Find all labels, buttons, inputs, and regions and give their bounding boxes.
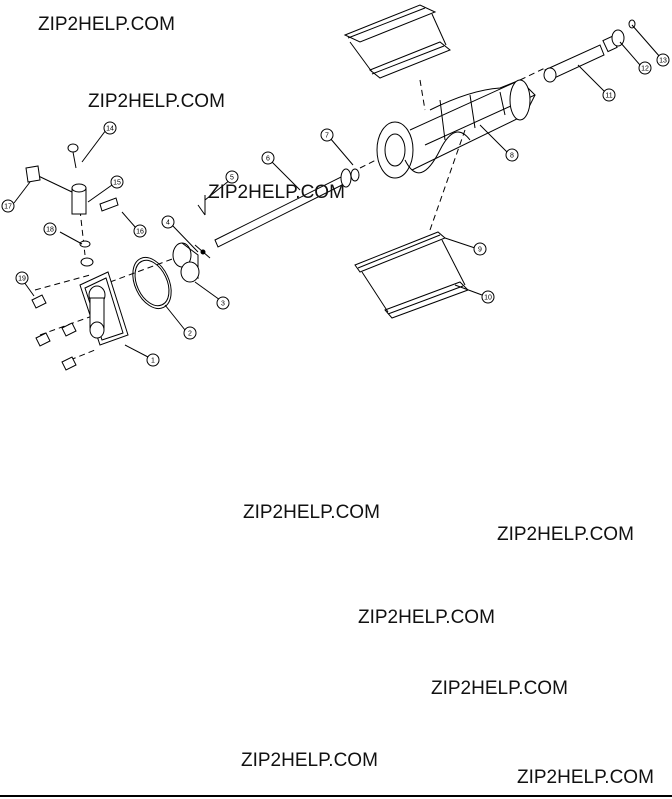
gasket-part <box>132 256 172 310</box>
callout-10: 10 <box>481 290 495 304</box>
svg-text:6: 6 <box>266 156 270 163</box>
watermark-text: ZIP2HELP.COM <box>241 750 378 771</box>
svg-text:14: 14 <box>106 126 114 133</box>
watermark-text: ZIP2HELP.COM <box>208 182 345 203</box>
callout-5: 5 <box>225 170 239 184</box>
callout-16: 16 <box>133 224 147 238</box>
callout-17: 17 <box>1 199 15 213</box>
svg-text:9: 9 <box>478 247 482 254</box>
callout-leaders <box>13 24 661 358</box>
small-pin-part <box>194 244 211 259</box>
lower-rail-part <box>354 231 469 319</box>
callout-3: 3 <box>216 296 230 310</box>
upper-rail-part <box>343 4 451 79</box>
housing-plate <box>79 271 129 346</box>
bushing-part <box>172 242 200 283</box>
watermark-text: ZIP2HELP.COM <box>358 607 495 628</box>
callout-7: 7 <box>320 128 334 142</box>
callout-9: 9 <box>473 242 487 256</box>
svg-text:2: 2 <box>188 331 192 338</box>
drive-shaft <box>543 19 636 83</box>
svg-text:16: 16 <box>136 229 144 236</box>
svg-text:3: 3 <box>221 301 225 308</box>
watermark-text: ZIP2HELP.COM <box>243 502 380 523</box>
svg-text:12: 12 <box>641 66 649 73</box>
svg-text:1: 1 <box>151 358 155 365</box>
watermark-text: ZIP2HELP.COM <box>431 678 568 699</box>
svg-text:8: 8 <box>510 153 514 160</box>
watermark-text: ZIP2HELP.COM <box>38 14 175 35</box>
callout-14: 14 <box>103 121 117 135</box>
watermark-text: ZIP2HELP.COM <box>517 767 654 788</box>
svg-text:11: 11 <box>605 93 612 100</box>
callout-2: 2 <box>183 326 197 340</box>
assembly-centerlines <box>34 67 546 361</box>
page-bottom-rule <box>0 795 672 797</box>
valve-handle-assembly <box>25 143 119 267</box>
long-shaft <box>214 168 360 248</box>
callout-1: 1 <box>146 353 160 367</box>
callout-19: 19 <box>15 271 29 285</box>
svg-text:13: 13 <box>659 58 667 65</box>
callout-markers: 1 2 3 4 5 6 7 8 9 10 11 12 13 14 15 16 1… <box>1 53 670 367</box>
svg-text:4: 4 <box>166 220 170 227</box>
svg-text:17: 17 <box>4 204 12 211</box>
pin-part <box>197 195 206 216</box>
svg-text:18: 18 <box>46 227 54 234</box>
bolts <box>31 294 77 371</box>
callout-4: 4 <box>161 215 175 229</box>
auger-assembly <box>376 79 536 179</box>
watermark-text: ZIP2HELP.COM <box>88 91 225 112</box>
callout-12: 12 <box>638 61 652 75</box>
watermark-text: ZIP2HELP.COM <box>497 524 634 545</box>
callout-13: 13 <box>656 53 670 67</box>
svg-text:7: 7 <box>325 133 329 140</box>
svg-text:5: 5 <box>230 175 234 182</box>
callout-8: 8 <box>505 148 519 162</box>
callout-6: 6 <box>261 151 275 165</box>
callout-15: 15 <box>110 175 124 189</box>
callout-11: 11 <box>602 88 616 102</box>
svg-text:15: 15 <box>113 180 121 187</box>
svg-text:10: 10 <box>484 295 492 302</box>
svg-text:19: 19 <box>18 276 26 283</box>
callout-18: 18 <box>43 222 57 236</box>
